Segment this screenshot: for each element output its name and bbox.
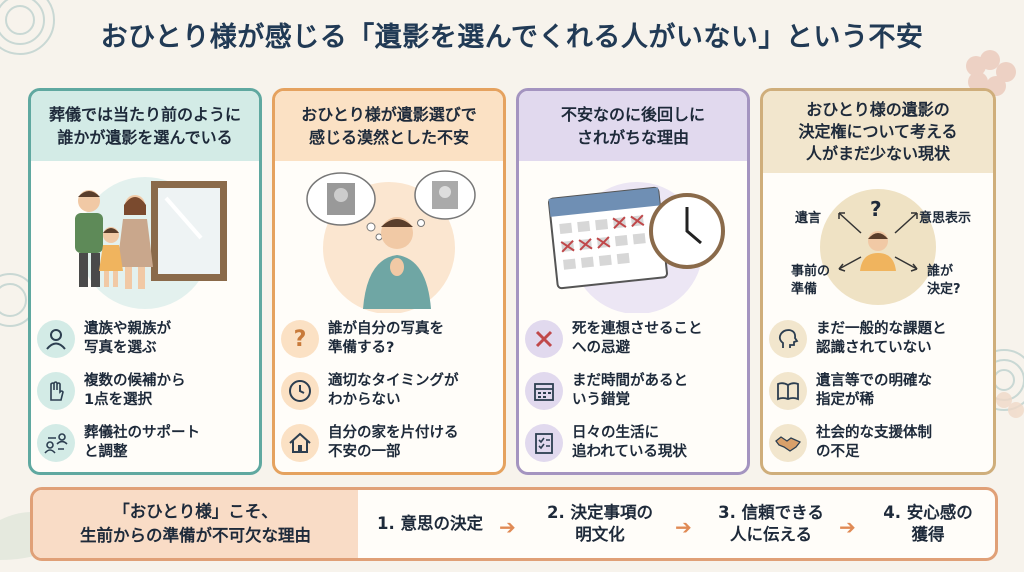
- diagram-label-will: 遺言: [795, 211, 822, 226]
- support-people-icon: [37, 424, 75, 462]
- calendar-clock-illustration: [547, 182, 725, 313]
- arrow-icon: ➔: [675, 515, 692, 539]
- card-decision-rights: おひとり様の遺影の 決定権について考える 人がまだ少ない現状 遺言 ? 意思表示…: [760, 88, 996, 475]
- person-icon: [37, 320, 75, 358]
- list-item: 適切なタイミングが わからない: [281, 365, 501, 417]
- step-1: 1. 意思の決定: [377, 514, 483, 533]
- open-book-icon: [769, 372, 807, 410]
- item-text: 複数の候補から 1点を選択: [84, 373, 186, 408]
- cross-icon: [525, 320, 563, 358]
- list-item: ? 誰が自分の写真を 準備する?: [281, 313, 501, 365]
- item-text: 遺族や親族が 写真を選ぶ: [84, 321, 171, 356]
- list-item: 遺族や親族が 写真を選ぶ: [37, 313, 257, 365]
- list-item: まだ一般的な課題と 認識されていない: [769, 313, 989, 365]
- list-item: 葬儀社のサポート と調整: [37, 417, 257, 469]
- list-item: 死を連想させること への忌避: [525, 313, 745, 365]
- checklist-icon: [525, 424, 563, 462]
- card-postpone-reasons: 不安なのに後回しに されがちな理由 死を連想させること への忌避 まだ時間が: [516, 88, 750, 475]
- head-profile-icon: [769, 320, 807, 358]
- preparation-banner: 「おひとり様」こそ、 生前からの準備が不可欠な理由 1. 意思の決定 ➔ 2. …: [30, 487, 998, 561]
- card-heading: おひとり様の遺影の 決定権について考える 人がまだ少ない現状: [763, 91, 993, 173]
- family-with-frame-illustration: [75, 177, 227, 309]
- item-text: まだ時間があると いう錯覚: [572, 373, 688, 408]
- card-heading: 葬儀では当たり前のように 誰かが遺影を選んでいる: [31, 91, 259, 161]
- list-item: 日々の生活に 追われている現状: [525, 417, 745, 469]
- card-heading: おひとり様が遺影選びで 感じる漠然とした不安: [275, 91, 503, 161]
- item-text: まだ一般的な課題と 認識されていない: [816, 321, 947, 356]
- diagram-label-who-decides: 誰が 決定?: [927, 264, 961, 297]
- diagram-label-question: ?: [870, 197, 882, 221]
- banner-lead: 「おひとり様」こそ、 生前からの準備が不可欠な理由: [33, 490, 358, 558]
- item-text: 日々の生活に 追われている現状: [572, 425, 687, 460]
- list-item: 自分の家を片付ける 不安の一部: [281, 417, 501, 469]
- step-2: 2. 決定事項の 明文化: [547, 503, 653, 544]
- arrow-icon: ➔: [499, 515, 516, 539]
- question-icon: ?: [281, 320, 319, 358]
- diagram-label-preparation: 事前の 準備: [791, 264, 831, 297]
- card-solo-anxiety: おひとり様が遺影選びで 感じる漠然とした不安 ? 誰が自分の写真を 準備する? …: [272, 88, 506, 475]
- item-text: 死を連想させること への忌避: [572, 321, 703, 356]
- decision-diagram: 遺言 ? 意思表示 事前の 準備 誰が 決定?: [763, 175, 993, 313]
- item-text: 遺言等での明確な 指定が稀: [816, 373, 932, 408]
- item-text: 社会的な支援体制 の不足: [816, 425, 932, 460]
- item-text: 誰が自分の写真を 準備する?: [328, 321, 444, 356]
- worried-person-illustration: [306, 170, 476, 313]
- arrow-icon: ➔: [839, 515, 856, 539]
- item-text: 自分の家を片付ける 不安の一部: [328, 425, 459, 460]
- card-heading: 不安なのに後回しに されがちな理由: [519, 91, 747, 161]
- house-icon: [281, 424, 319, 462]
- list-item: 社会的な支援体制 の不足: [769, 417, 989, 469]
- decision-diagram-graphic: [820, 189, 936, 305]
- card-funeral-norm: 葬儀では当たり前のように 誰かが遺影を選んでいる 遺族や親族が 写真を選ぶ 複数…: [28, 88, 262, 475]
- clock-icon: [281, 372, 319, 410]
- step-3: 3. 信頼できる 人に伝える: [718, 503, 824, 544]
- calendar-icon: [525, 372, 563, 410]
- list-item: まだ時間があると いう錯覚: [525, 365, 745, 417]
- handshake-icon: [769, 424, 807, 462]
- list-item: 複数の候補から 1点を選択: [37, 365, 257, 417]
- hand-pointer-icon: [37, 372, 75, 410]
- item-text: 葬儀社のサポート と調整: [84, 425, 200, 460]
- item-text: 適切なタイミングが わからない: [328, 373, 459, 408]
- diagram-label-intention: 意思表示: [919, 211, 972, 226]
- step-4: 4. 安心感の 獲得: [883, 503, 973, 544]
- list-item: 遺言等での明確な 指定が稀: [769, 365, 989, 417]
- page-title: おひとり様が感じる「遺影を選んでくれる人がいない」という不安: [100, 22, 924, 53]
